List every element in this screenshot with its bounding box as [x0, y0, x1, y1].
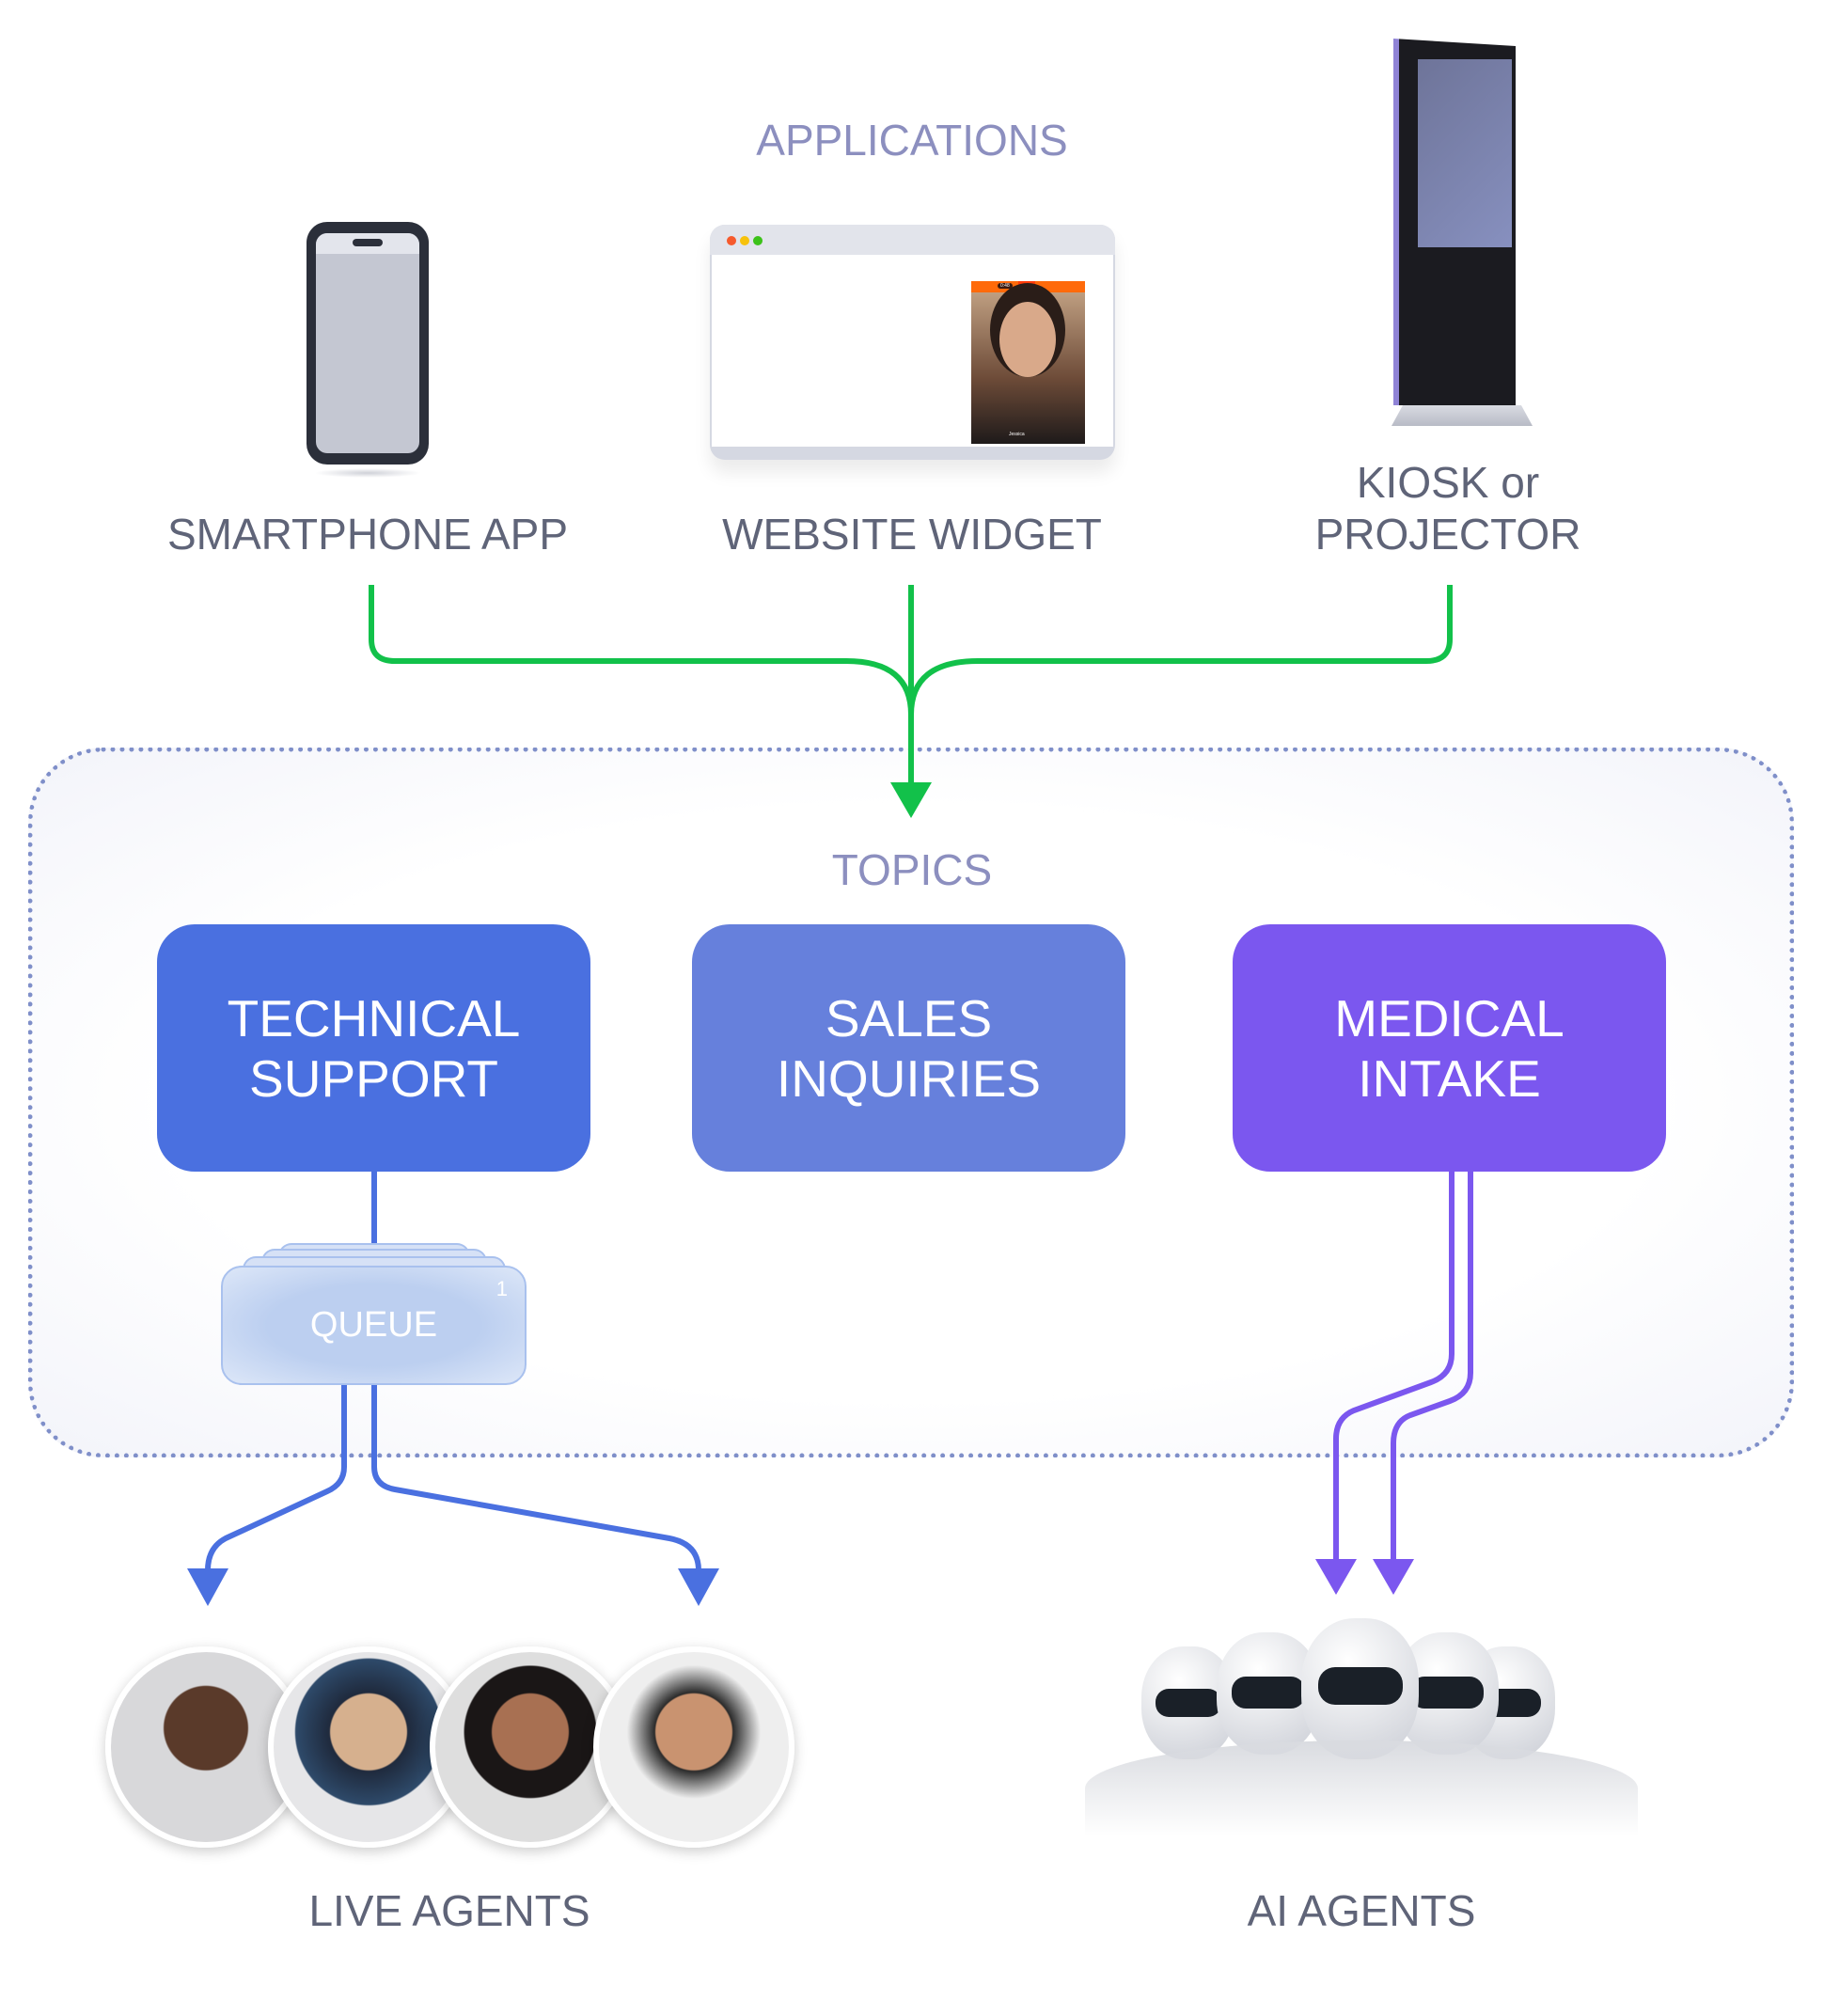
- topic-line: TECHNICAL: [227, 988, 521, 1047]
- ai-agents-robots: [1085, 1618, 1638, 1836]
- arrow-to-live-agent-left: [187, 1568, 228, 1606]
- ai-agents-label: AI AGENTS: [1247, 1886, 1476, 1935]
- arrow-to-ai-agent-2: [1373, 1559, 1414, 1595]
- kiosk-label-line2: PROJECTOR: [1314, 510, 1581, 559]
- video-call-widget: 0:48 Jessica: [971, 281, 1085, 444]
- hang-up-button[interactable]: [1018, 281, 1035, 292]
- applications-header: APPLICATIONS: [756, 116, 1068, 165]
- smartphone-icon: [301, 222, 434, 478]
- smartphone-app-label: SMARTPHONE APP: [166, 510, 569, 559]
- topics-header: TOPICS: [831, 845, 993, 894]
- blue-queue-connectors: [205, 1172, 701, 1580]
- arrow-to-live-agent-right: [678, 1568, 719, 1606]
- caller-name: Jessica: [1009, 432, 1025, 437]
- live-agents-label: LIVE AGENTS: [308, 1886, 590, 1935]
- topic-line: SALES: [825, 988, 993, 1047]
- topic-line: SUPPORT: [249, 1048, 498, 1108]
- queue-box[interactable]: QUEUE 1: [221, 1266, 527, 1385]
- topic-line: INTAKE: [1358, 1048, 1541, 1108]
- queue-count: 1: [495, 1277, 508, 1300]
- arrow-to-ai-agent-1: [1315, 1559, 1357, 1595]
- call-timer: 0:48: [998, 283, 1013, 289]
- arrow-to-topics: [890, 782, 932, 818]
- live-agent-avatar: [593, 1646, 794, 1848]
- queue-label: QUEUE: [309, 1305, 438, 1345]
- topic-line: INQUIRIES: [776, 1048, 1042, 1108]
- kiosk-icon: [1392, 39, 1533, 438]
- kiosk-label-line1: KIOSK or: [1356, 458, 1540, 507]
- green-application-connectors: [369, 585, 1453, 790]
- purple-ai-connectors: [1333, 1172, 1473, 1570]
- browser-window-icon: 0:48 Jessica: [710, 225, 1115, 460]
- website-widget-label: WEBSITE WIDGET: [722, 510, 1102, 559]
- topic-line: MEDICAL: [1334, 988, 1565, 1047]
